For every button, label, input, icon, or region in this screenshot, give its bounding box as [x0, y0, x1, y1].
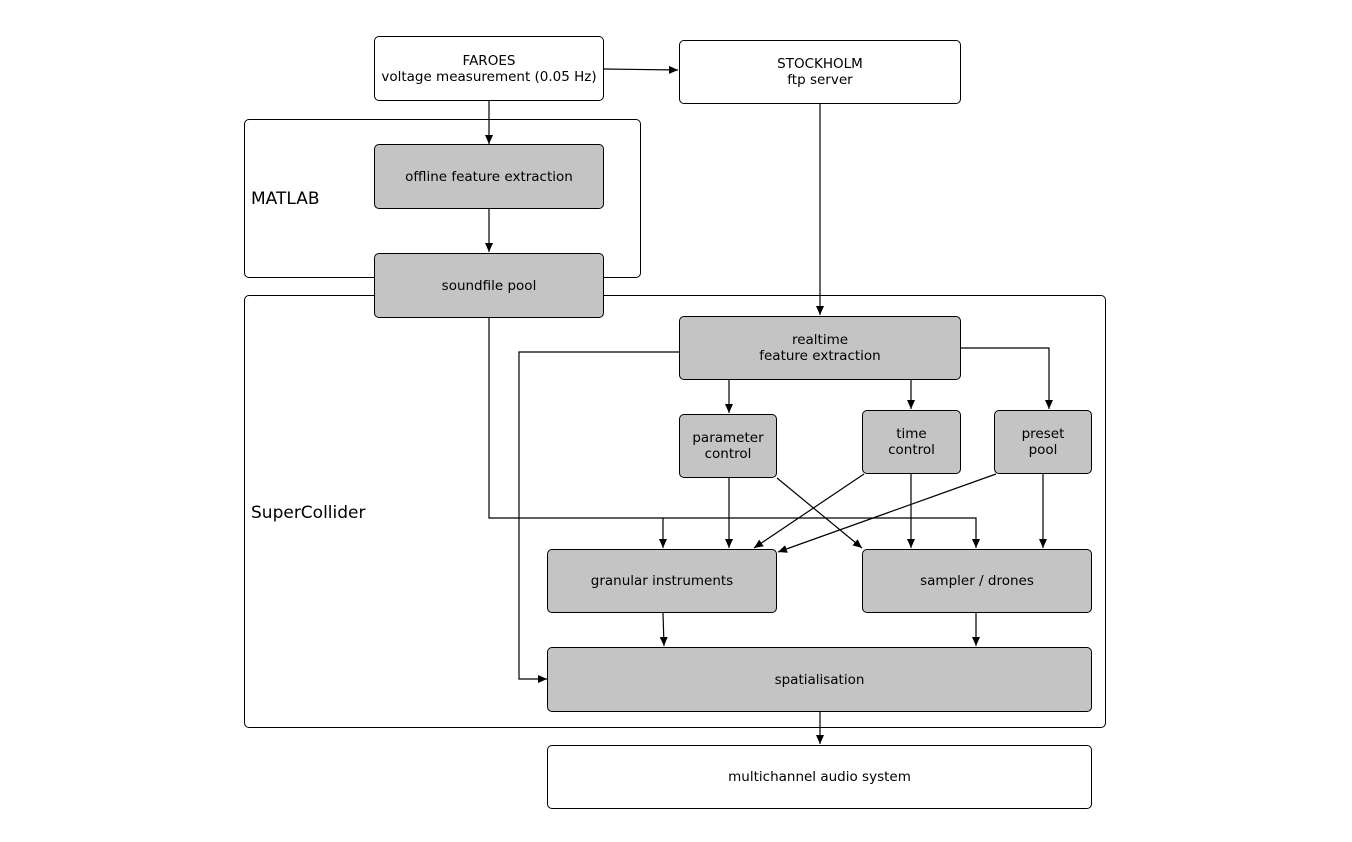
faroes-title: FAROES [462, 52, 516, 69]
offline-feature-extraction-label: offline feature extraction [405, 168, 573, 185]
spatialisation-label: spatialisation [774, 671, 865, 688]
multichannel-audio-node: multichannel audio system [547, 745, 1092, 809]
realtime-feature-extraction-line2: feature extraction [759, 348, 881, 364]
preset-pool-line2: pool [1028, 442, 1058, 458]
supercollider-group [244, 295, 1106, 728]
time-control-line2: control [888, 442, 935, 458]
matlab-group-label: MATLAB [251, 189, 320, 209]
realtime-feature-extraction-line1: realtime [791, 332, 849, 348]
soundfile-pool-node: soundfile pool [374, 253, 604, 318]
edge-faroes-to-stockholm [603, 65, 679, 74]
parameter-control-line1: parameter [692, 430, 764, 446]
sampler-drones-node: sampler / drones [862, 549, 1092, 613]
stockholm-subtitle: ftp server [787, 72, 853, 88]
parameter-control-line2: control [704, 446, 752, 462]
time-control-line1: time [896, 426, 927, 442]
faroes-subtitle: voltage measurement (0.05 Hz) [381, 68, 597, 85]
offline-feature-extraction-node: offline feature extraction [374, 144, 604, 209]
stockholm-title: STOCKHOLM [777, 56, 863, 72]
preset-pool-line1: preset [1021, 426, 1065, 442]
multichannel-audio-label: multichannel audio system [728, 769, 911, 785]
granular-instruments-node: granular instruments [547, 549, 777, 613]
sampler-drones-label: sampler / drones [920, 573, 1034, 589]
spatialisation-node: spatialisation [547, 647, 1092, 712]
soundfile-pool-label: soundfile pool [441, 277, 537, 294]
supercollider-group-label: SuperCollider [251, 503, 366, 523]
granular-instruments-label: granular instruments [590, 573, 734, 589]
